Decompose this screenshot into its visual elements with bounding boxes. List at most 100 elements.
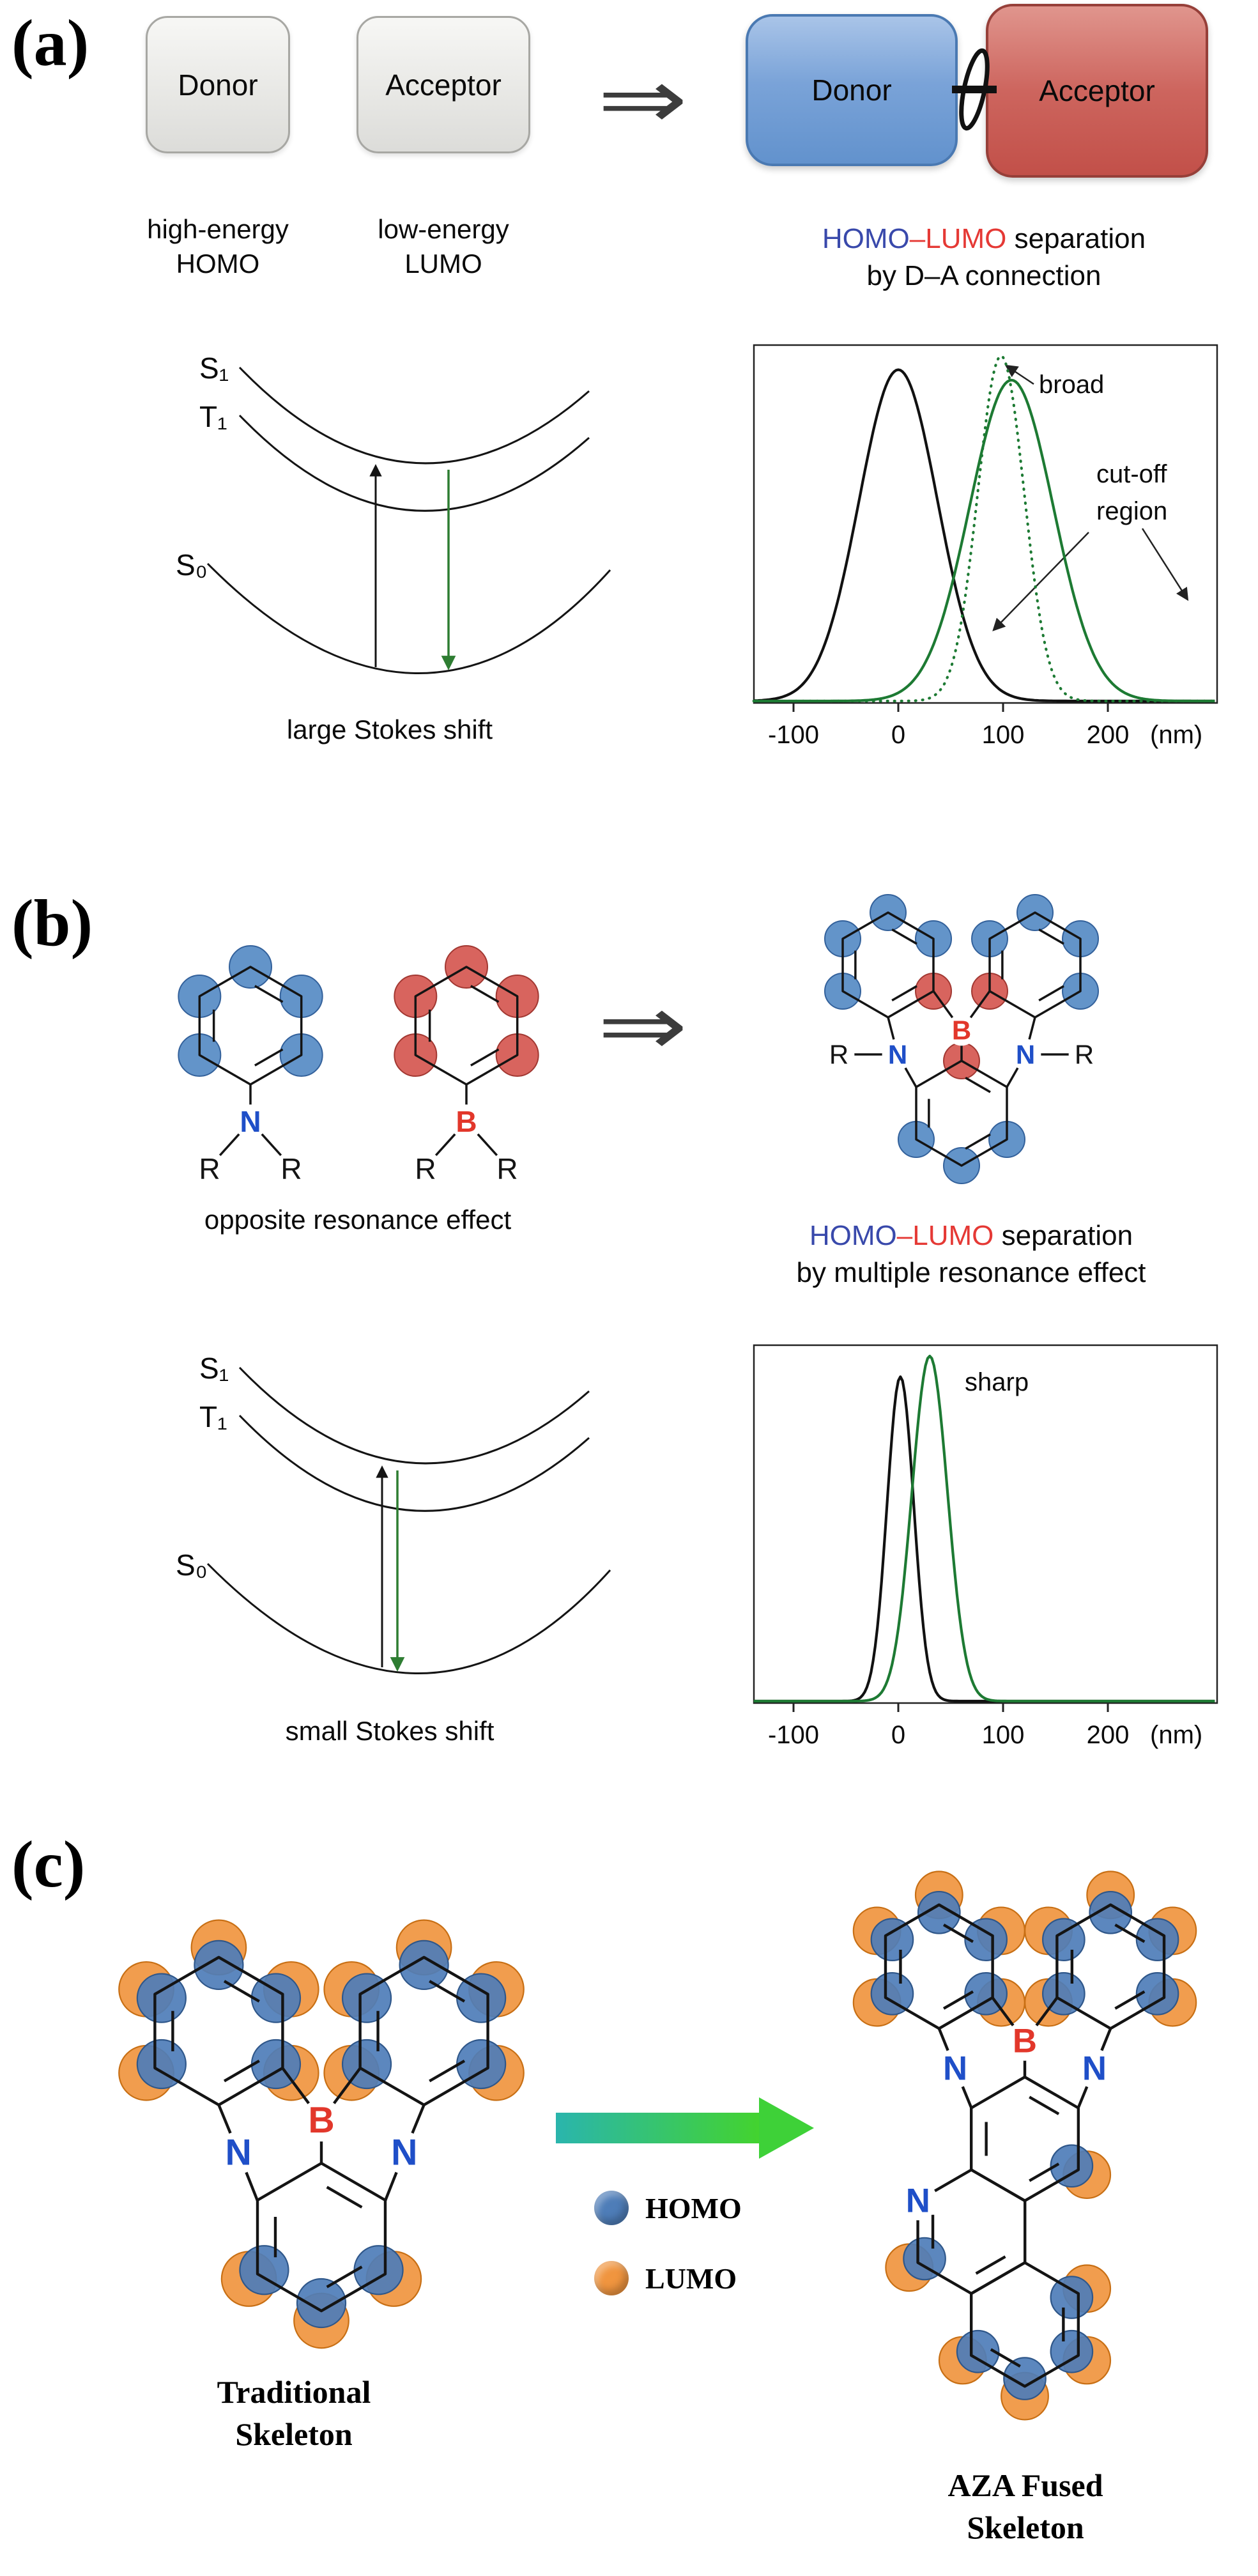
atom-mask	[823, 1038, 855, 1070]
separation-line1: HOMO–LUMO separation	[754, 220, 1214, 258]
lumo-word: LUMO	[925, 223, 1007, 254]
separation-caption-b: HOMO–LUMO separation by multiple resonan…	[741, 1217, 1201, 1292]
atom-label-R: R	[1075, 1040, 1094, 1070]
implies-arrow-b: ⇒	[597, 979, 688, 1072]
homo-lobe	[1050, 2144, 1094, 2188]
homo-lobe	[917, 1890, 961, 1934]
plot-frame	[753, 1344, 1218, 1704]
panel-c-label: (c)	[12, 1828, 86, 1901]
double-bond	[254, 985, 284, 1003]
atom-label-N: N	[906, 2182, 930, 2219]
spectrum-a-series-emission-broad	[753, 378, 1215, 703]
arrow-body	[556, 2113, 759, 2143]
homo-dot-icon	[594, 2191, 629, 2225]
dash: –	[909, 223, 926, 254]
homo-lobe	[399, 1940, 449, 1991]
s1-potential-curve	[238, 366, 590, 465]
atom-mask	[449, 1104, 484, 1139]
atom-mask	[1075, 2049, 1114, 2088]
caption-lumo: LUMO	[404, 249, 482, 279]
double-bond	[429, 1980, 466, 2003]
double-bond	[990, 2348, 1021, 2368]
panel-b-label: (b)	[12, 886, 93, 960]
plot-frame	[753, 344, 1218, 704]
homo-lobe	[194, 1940, 244, 1991]
double-bond	[891, 928, 917, 945]
homo-lobe	[1050, 2276, 1094, 2319]
x-tick-label: 200	[1087, 721, 1130, 749]
s1-label: S₁	[199, 1352, 229, 1385]
x-tick-label: 100	[982, 1721, 1025, 1749]
gray-acceptor-box: Acceptor	[357, 16, 530, 153]
x-tick-label: -100	[768, 1721, 819, 1749]
atom-label-N: N	[240, 1105, 261, 1138]
twisted-bond-icon	[952, 48, 997, 131]
t1-label: T₁	[199, 400, 227, 433]
double-bond	[470, 1048, 500, 1067]
atom-label-R: R	[415, 1152, 436, 1185]
atom-mask	[408, 1152, 443, 1186]
double-bond	[223, 1980, 260, 2003]
atom-label-N: N	[1016, 1040, 1035, 1070]
separation-word: separation	[1006, 223, 1146, 254]
homo-lobe	[1089, 1890, 1133, 1934]
implies-arrow-a: ⇒	[597, 52, 688, 146]
atom-mask	[1009, 1038, 1041, 1070]
homo-lobe	[136, 2039, 187, 2090]
atom-label-B: B	[1013, 2023, 1037, 2060]
atom-label-N: N	[888, 1040, 907, 1070]
atom-mask	[882, 1038, 914, 1070]
separation-line1: HOMO–LUMO separation	[741, 1217, 1201, 1254]
double-bond	[975, 2255, 1006, 2275]
homo-lobe	[239, 2245, 289, 2295]
homo-lobe	[341, 1973, 392, 2023]
double-bond	[1029, 2095, 1060, 2115]
t1-potential-curve	[238, 414, 590, 512]
gray-acceptor-label: Acceptor	[385, 68, 502, 102]
atom-mask	[898, 2181, 938, 2221]
double-bond	[223, 2059, 260, 2083]
double-bond	[1038, 985, 1064, 1002]
atom-mask	[233, 1104, 268, 1139]
cutoff-arrow-left	[992, 532, 1089, 631]
double-bond	[965, 1133, 991, 1150]
x-tick-label: 100	[982, 721, 1025, 749]
s0-label: S₀	[176, 1548, 208, 1582]
transformation-arrow	[556, 2097, 814, 2159]
caption-low-energy: low-energy	[378, 214, 509, 244]
homo-lobe	[903, 2237, 946, 2281]
legend-lumo-label: LUMO	[645, 2262, 737, 2295]
s0-potential-curve	[206, 1562, 611, 1674]
traditional-skeleton-caption: Traditional Skeleton	[128, 2371, 460, 2455]
double-bond	[1029, 2163, 1060, 2182]
gray-donor-box: Donor	[146, 16, 290, 153]
atom-label-N: N	[943, 2050, 967, 2088]
dash: –	[896, 1220, 913, 1251]
atom-label-R: R	[280, 1152, 302, 1185]
homo-lobe	[1135, 1972, 1179, 2016]
blue-donor-label: Donor	[811, 73, 892, 107]
aza-skeleton-caption: AZA Fused Skeleton	[859, 2464, 1192, 2549]
atom-mask	[1068, 1038, 1100, 1070]
double-bond	[429, 2059, 466, 2083]
legend-homo-label: HOMO	[645, 2191, 742, 2225]
caption-high-energy: high-energy	[147, 214, 289, 244]
homo-lobe	[1050, 2329, 1094, 2373]
homo-lobe	[1135, 1918, 1179, 1961]
atom-mask	[935, 2049, 975, 2088]
caption-skeleton: Skeleton	[235, 2416, 353, 2452]
double-bond	[254, 1048, 284, 1067]
double-bond	[942, 1990, 974, 2010]
homo-lobe	[136, 1973, 187, 2023]
caption-homo: HOMO	[176, 249, 260, 279]
gray-donor-label: Donor	[178, 68, 258, 102]
homo-lobe	[296, 2278, 347, 2329]
atom-mask	[217, 2131, 260, 2174]
atom-label-R: R	[199, 1152, 220, 1185]
x-tick-label: 200	[1087, 1721, 1130, 1749]
atom-mask	[946, 1014, 978, 1046]
